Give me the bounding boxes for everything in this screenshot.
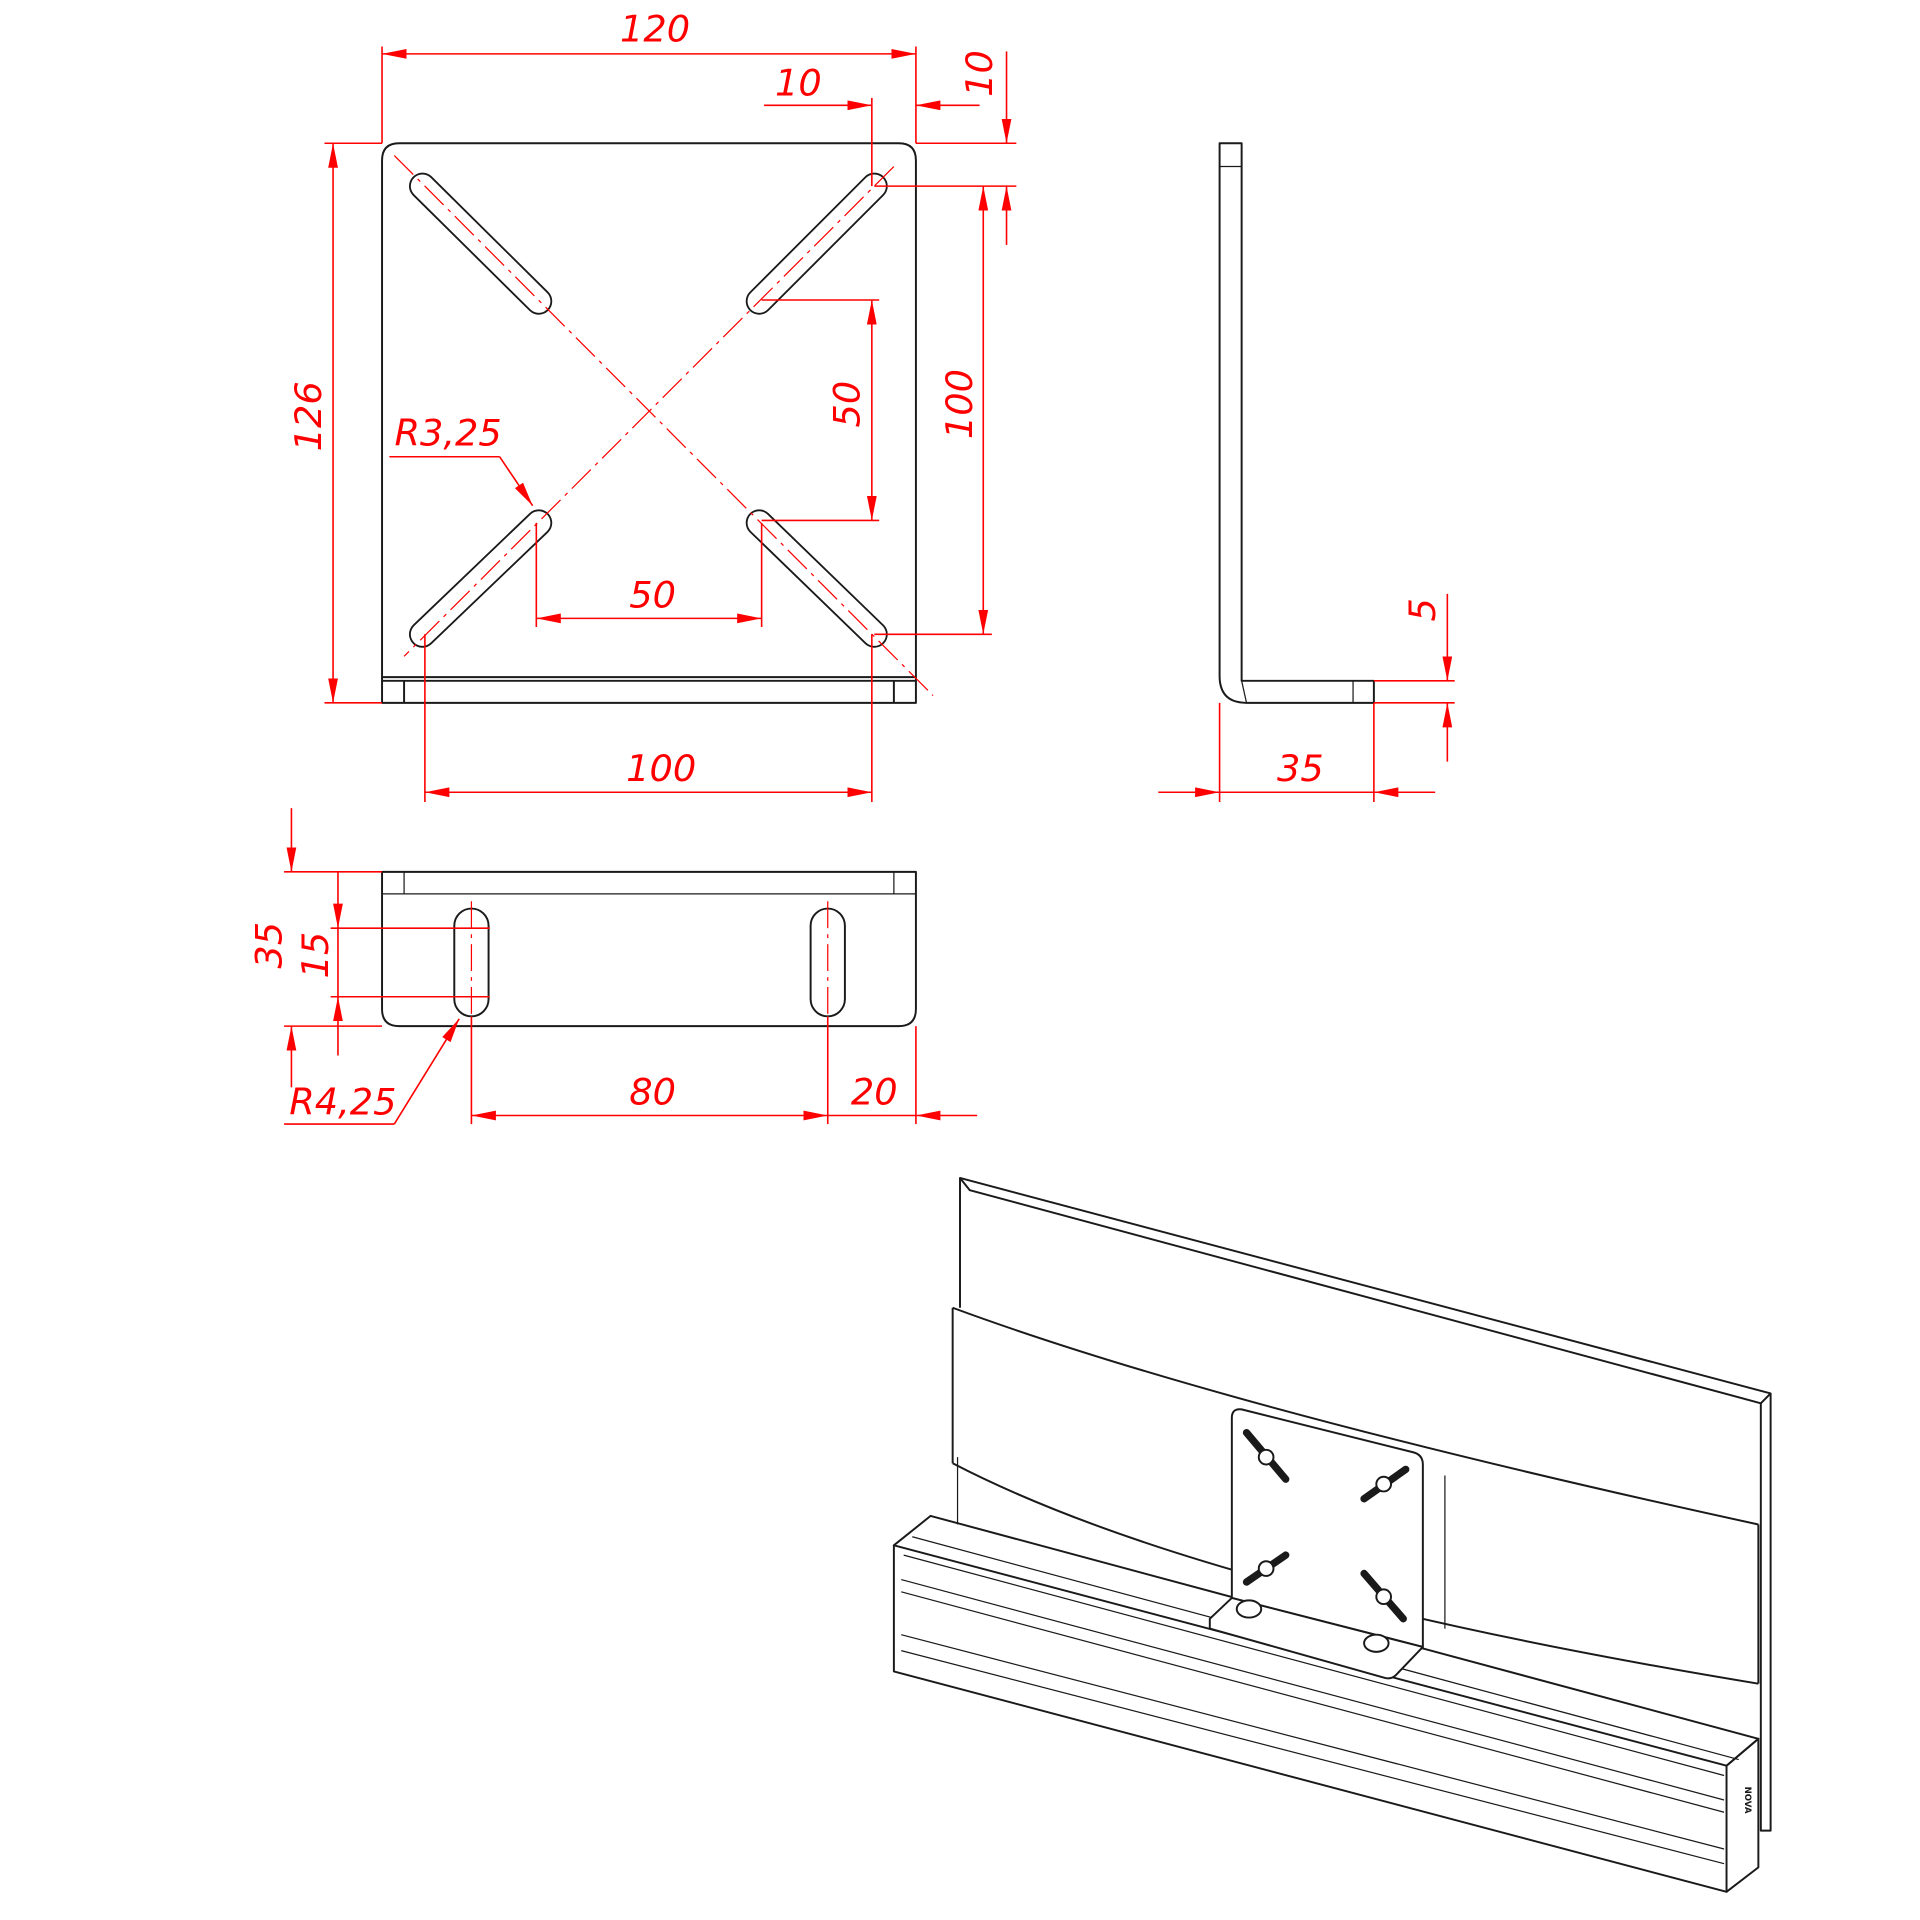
plate-outline	[381, 142, 917, 679]
dim-edge-offset-20: 20	[851, 1070, 898, 1113]
dim-thickness-5: 5	[1401, 598, 1444, 621]
dim-offset-x-10: 10	[775, 62, 822, 105]
isometric-view: NOVA	[892, 1176, 1772, 1893]
dim-slot-vertical-50: 50	[826, 381, 869, 428]
bolts	[1235, 1428, 1410, 1653]
dim-leg-depth-35: 35	[248, 922, 291, 969]
dim-slot-length-15: 15	[294, 932, 337, 979]
l-profile	[1218, 142, 1375, 704]
centerline	[403, 166, 895, 657]
dim-slot-radius-r325: R3,25	[395, 412, 502, 455]
dim-slot-vertical-100: 100	[938, 369, 981, 439]
bent-lip	[381, 677, 917, 704]
dim-offset-y-10: 10	[958, 50, 1001, 97]
dim-width-120: 120	[620, 8, 690, 51]
dim-slot-spacing-80: 80	[629, 1070, 676, 1113]
dim-slot-horizontal-50: 50	[629, 573, 676, 616]
mounting-bracket	[1208, 1408, 1424, 1680]
leg-outline	[381, 870, 917, 1028]
dim-leg-35: 35	[1277, 747, 1324, 790]
dim-height-126: 126	[287, 381, 330, 451]
rail: NOVA	[892, 1514, 1760, 1893]
dim-slot-horizontal-100: 100	[626, 747, 696, 790]
end-cap-logo: NOVA	[1742, 1787, 1752, 1814]
dim-slot-radius-r425: R4,25	[289, 1080, 396, 1123]
front-view: 120 10 10 126 100 50 50 R3,25 100	[287, 8, 1017, 803]
side-view: 5 35	[1158, 142, 1455, 803]
bottom-view: 35 15 R4,25 80 20	[248, 808, 978, 1125]
centerline	[393, 155, 934, 696]
